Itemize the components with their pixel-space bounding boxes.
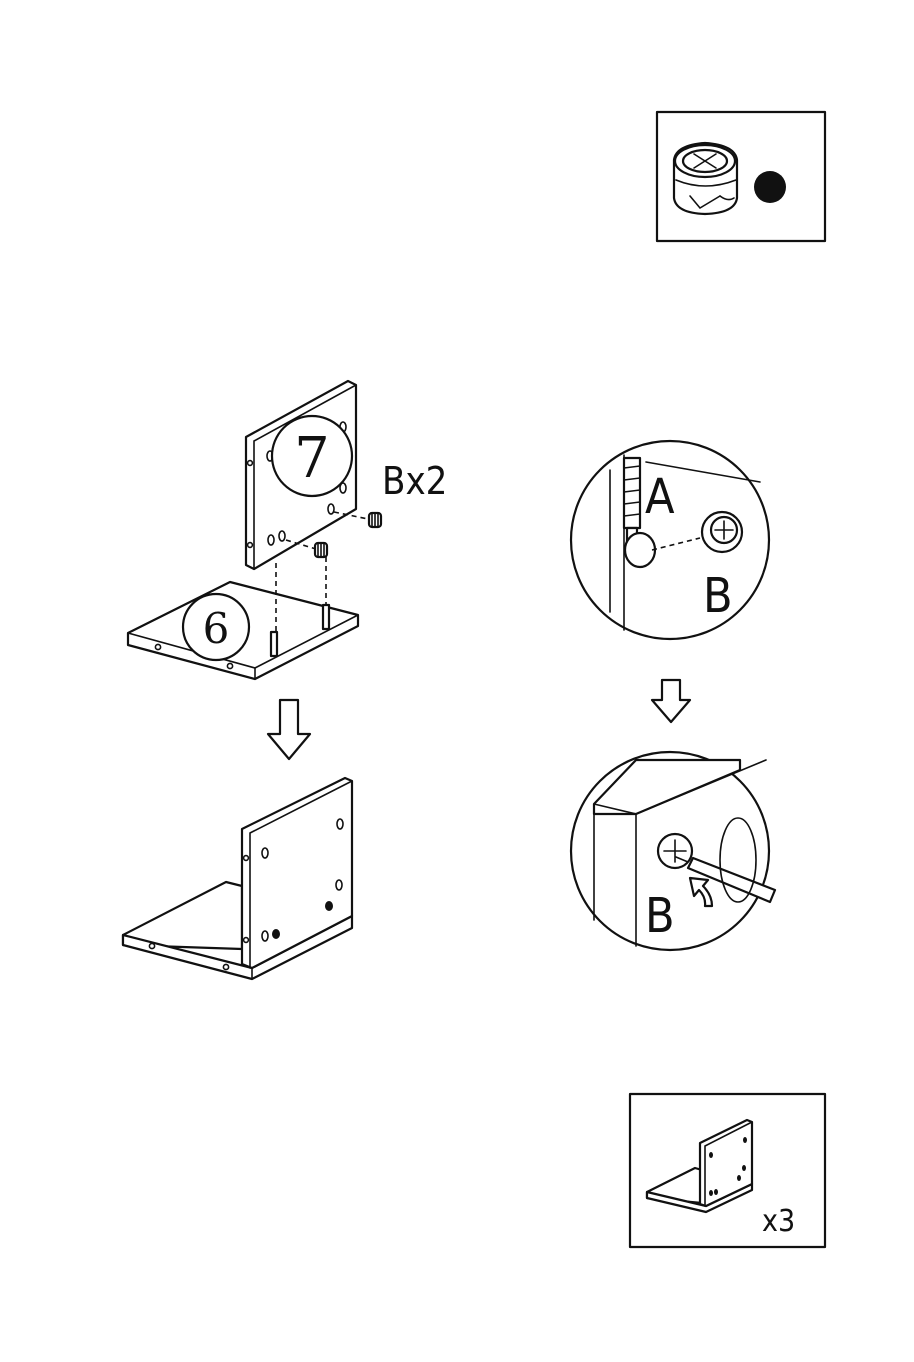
label-b-top: B — [703, 568, 733, 624]
label-b-bottom: B — [645, 888, 675, 944]
cam-lock-icon — [658, 834, 692, 868]
down-arrow-icon — [652, 680, 690, 722]
cam-lock-b-1 — [369, 513, 381, 527]
label-a: A — [645, 469, 675, 525]
cam-lock-icon — [674, 143, 737, 214]
result-box: x3 — [630, 1094, 825, 1247]
detail-insert-cam: A B — [571, 441, 769, 639]
hardware-box-top — [657, 112, 825, 241]
filled-dot-icon — [754, 171, 786, 203]
cam-lock-b-2 — [315, 543, 327, 557]
panel-6: 6 — [128, 582, 358, 679]
down-arrow-icon — [268, 700, 310, 759]
detail-tighten-cam: B — [571, 752, 775, 950]
cam-lock-icon — [702, 512, 742, 552]
panel-6-number: 6 — [203, 604, 230, 653]
panel-7: 7 — [246, 381, 356, 569]
step-assembled-view — [123, 778, 352, 979]
step-exploded-view: 6 7 — [128, 381, 447, 679]
result-quantity-label: x3 — [762, 1204, 795, 1239]
panel-7-number: 7 — [294, 426, 330, 491]
hardware-quantity-label: Bx2 — [382, 459, 447, 503]
